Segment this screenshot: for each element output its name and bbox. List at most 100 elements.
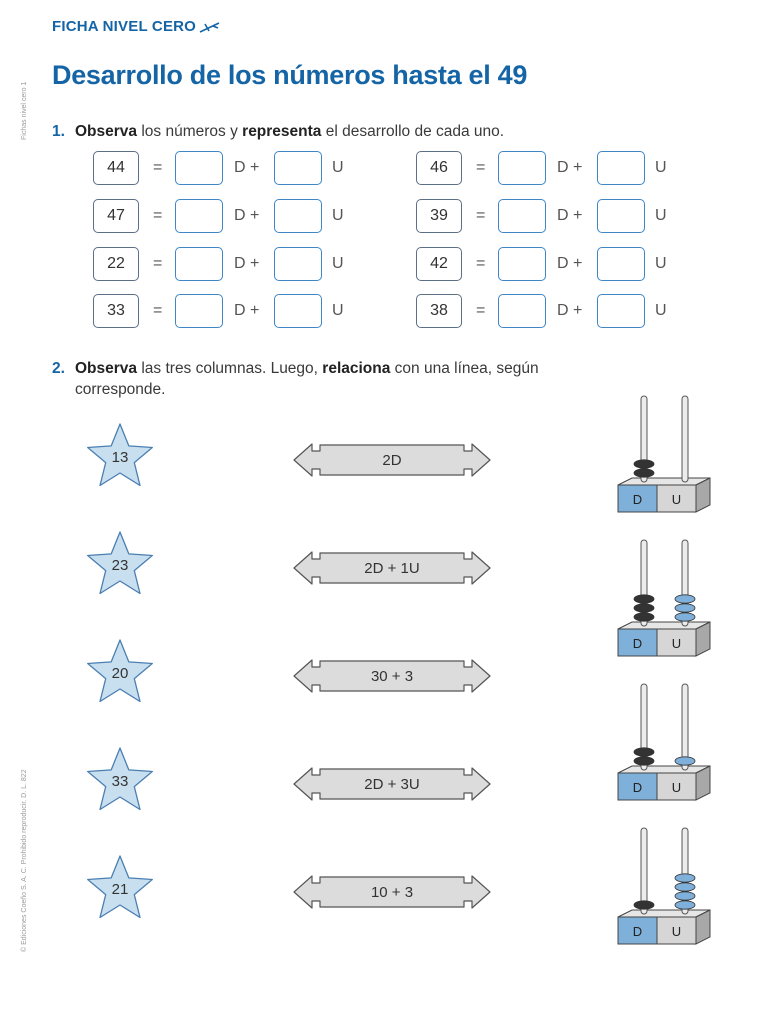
star-number[interactable]: 13 <box>85 420 155 490</box>
exercise-row: 22=D +U <box>93 247 373 283</box>
units-answer-box[interactable] <box>274 247 322 281</box>
equals-sign: = <box>476 255 486 272</box>
units-answer-box[interactable] <box>597 247 645 281</box>
tens-label: D + <box>557 255 583 272</box>
expansion-arrow[interactable]: 2D <box>292 442 492 478</box>
star-shape <box>87 639 153 703</box>
exercise-row: 47 = D + U <box>93 199 373 235</box>
exercise-row: 39=D +U <box>416 199 696 235</box>
star-number-label: 20 <box>111 664 129 682</box>
star-shape <box>87 855 153 919</box>
equals-sign: = <box>153 302 163 319</box>
abacus-units-label: U <box>672 492 681 507</box>
units-label: U <box>332 207 344 224</box>
exercise-row: 38 = D + U <box>416 294 696 330</box>
star-shape <box>87 531 153 595</box>
units-answer-box[interactable] <box>274 151 322 185</box>
given-number: 47 <box>93 199 139 233</box>
units-label: U <box>332 255 344 272</box>
question-2-instruction: 2.Observa las tres columnas. Luego, rela… <box>52 358 539 400</box>
units-answer-box[interactable] <box>597 151 645 185</box>
abacus-tens-label: D <box>633 924 642 939</box>
units-label: U <box>332 159 344 176</box>
abacus-units-label: U <box>672 636 681 651</box>
exercise-row: 46=D +U <box>416 151 696 187</box>
given-number: 44 <box>93 151 139 185</box>
exercise-row: 33 = D + U <box>93 294 373 330</box>
abacus-units-label: U <box>672 924 681 939</box>
star-number[interactable]: 23 <box>85 528 155 598</box>
tens-answer-box[interactable] <box>175 199 223 233</box>
keyword-relaciona: relaciona <box>322 360 391 377</box>
expansion-label: 2D <box>382 451 402 469</box>
keyword-observa: Observa <box>75 123 138 140</box>
question-1-instruction: 1.Observa los números y representa el de… <box>52 121 504 142</box>
given-number: 38 <box>416 294 462 328</box>
abacus-units-label: U <box>672 780 681 795</box>
keyword-observa: Observa <box>75 360 138 377</box>
page-title: Desarrollo de los números hasta el 49 <box>52 60 528 90</box>
double-arrow-shape <box>293 875 491 909</box>
star-number-label: 33 <box>111 772 129 790</box>
star-number-label: 13 <box>111 448 129 466</box>
exercise-row: 42=D +U <box>416 247 696 283</box>
units-label: U <box>332 302 344 319</box>
pencil-mark-icon <box>199 22 220 33</box>
abacus-tens-label: D <box>633 636 642 651</box>
tens-answer-box[interactable] <box>498 247 546 281</box>
expansion-arrow[interactable]: 2D + 1U <box>292 550 492 586</box>
double-arrow-shape <box>293 767 491 801</box>
instruction-text: con una línea, según <box>390 360 539 377</box>
star-number[interactable]: 21 <box>85 852 155 922</box>
given-number: 46 <box>416 151 462 185</box>
units-answer-box[interactable] <box>274 294 322 328</box>
double-arrow-shape <box>293 443 491 477</box>
units-label: U <box>655 302 667 319</box>
units-answer-box[interactable] <box>597 199 645 233</box>
instruction-text: corresponde. <box>75 381 166 398</box>
units-answer-box[interactable] <box>597 294 645 328</box>
double-arrow-shape <box>293 659 491 693</box>
side-copyright-top: Fichas nivel cero 1 <box>21 81 28 140</box>
units-label: U <box>655 159 667 176</box>
expansion-arrow[interactable]: 10 + 3 <box>292 874 492 910</box>
expansion-arrow[interactable]: 30 + 3 <box>292 658 492 694</box>
tens-answer-box[interactable] <box>498 151 546 185</box>
tens-answer-box[interactable] <box>498 199 546 233</box>
tens-answer-box[interactable] <box>498 294 546 328</box>
given-number: 33 <box>93 294 139 328</box>
tens-label: D + <box>557 302 583 319</box>
tens-label: D + <box>234 255 260 272</box>
star-shape <box>87 423 153 487</box>
equals-sign: = <box>153 255 163 272</box>
tens-answer-box[interactable] <box>175 151 223 185</box>
keyword-representa: representa <box>242 123 322 140</box>
tens-label: D + <box>234 207 260 224</box>
tens-answer-box[interactable] <box>175 294 223 328</box>
abacus-tens-label: D <box>633 492 642 507</box>
tens-answer-box[interactable] <box>175 247 223 281</box>
expansion-arrow[interactable]: 2D + 3U <box>292 766 492 802</box>
given-number: 42 <box>416 247 462 281</box>
instruction-text: el desarrollo de cada uno. <box>321 123 505 140</box>
tens-label: D + <box>234 302 260 319</box>
header-label: FICHA NIVEL CERO <box>52 18 197 35</box>
units-answer-box[interactable] <box>274 199 322 233</box>
equals-sign: = <box>476 302 486 319</box>
expansion-label: 2D + 1U <box>364 559 420 577</box>
star-number[interactable]: 33 <box>85 744 155 814</box>
expansion-label: 30 + 3 <box>370 667 414 685</box>
units-label: U <box>655 207 667 224</box>
star-number[interactable]: 20 <box>85 636 155 706</box>
equals-sign: = <box>476 159 486 176</box>
equals-sign: = <box>153 207 163 224</box>
star-shape <box>87 747 153 811</box>
tens-label: D + <box>234 159 260 176</box>
